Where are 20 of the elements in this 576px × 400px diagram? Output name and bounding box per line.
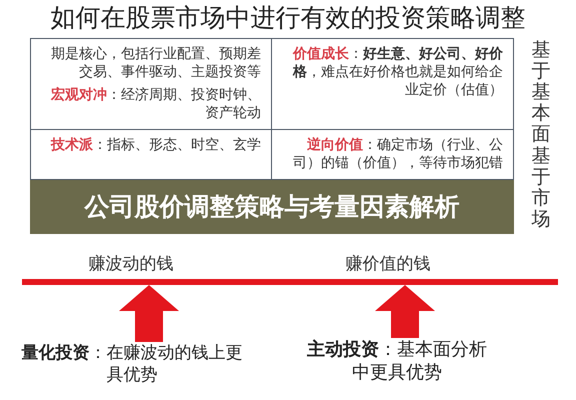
- table-cell: [30, 129, 272, 180]
- cell-text: 逆向价值：确定市场（行业、公司）的锚（价值），等待市场犯错: [292, 136, 503, 172]
- cell-text: 期是核心，包括行业配置、预期差交易、事件驱动、主题投资等: [50, 45, 261, 81]
- table-cell: [271, 38, 514, 130]
- cell-text: 宏观对冲：经济周期、投资时钟、资产轮动: [50, 86, 261, 122]
- cell-text: 技术派：指标、形态、时空、玄学: [50, 136, 261, 154]
- block-arrow: [119, 285, 179, 342]
- row-label: 基于市场: [530, 146, 552, 230]
- divider-bar: [22, 279, 558, 285]
- cell-text: 价值成长：好生意、好公司、好价格，难点在好价格也就是如何给企业定价（估值）: [292, 45, 503, 99]
- note-text: 量化投资：在赚波动的钱上更具优势: [20, 342, 244, 386]
- column-caption: 赚波动的钱: [88, 253, 174, 275]
- column-caption: 赚价值的钱: [344, 253, 432, 275]
- table-cell: [30, 38, 272, 130]
- row-label: 基于基本面: [530, 40, 552, 145]
- note-text: 主动投资：基本面分析中更具优势: [306, 338, 488, 384]
- page-title: 如何在股票市场中进行有效的投资策略调整: [50, 2, 526, 34]
- block-arrow: [375, 285, 435, 338]
- table-cell: [271, 129, 514, 180]
- title-banner: 公司股价调整策略与考量因素解析: [30, 180, 514, 234]
